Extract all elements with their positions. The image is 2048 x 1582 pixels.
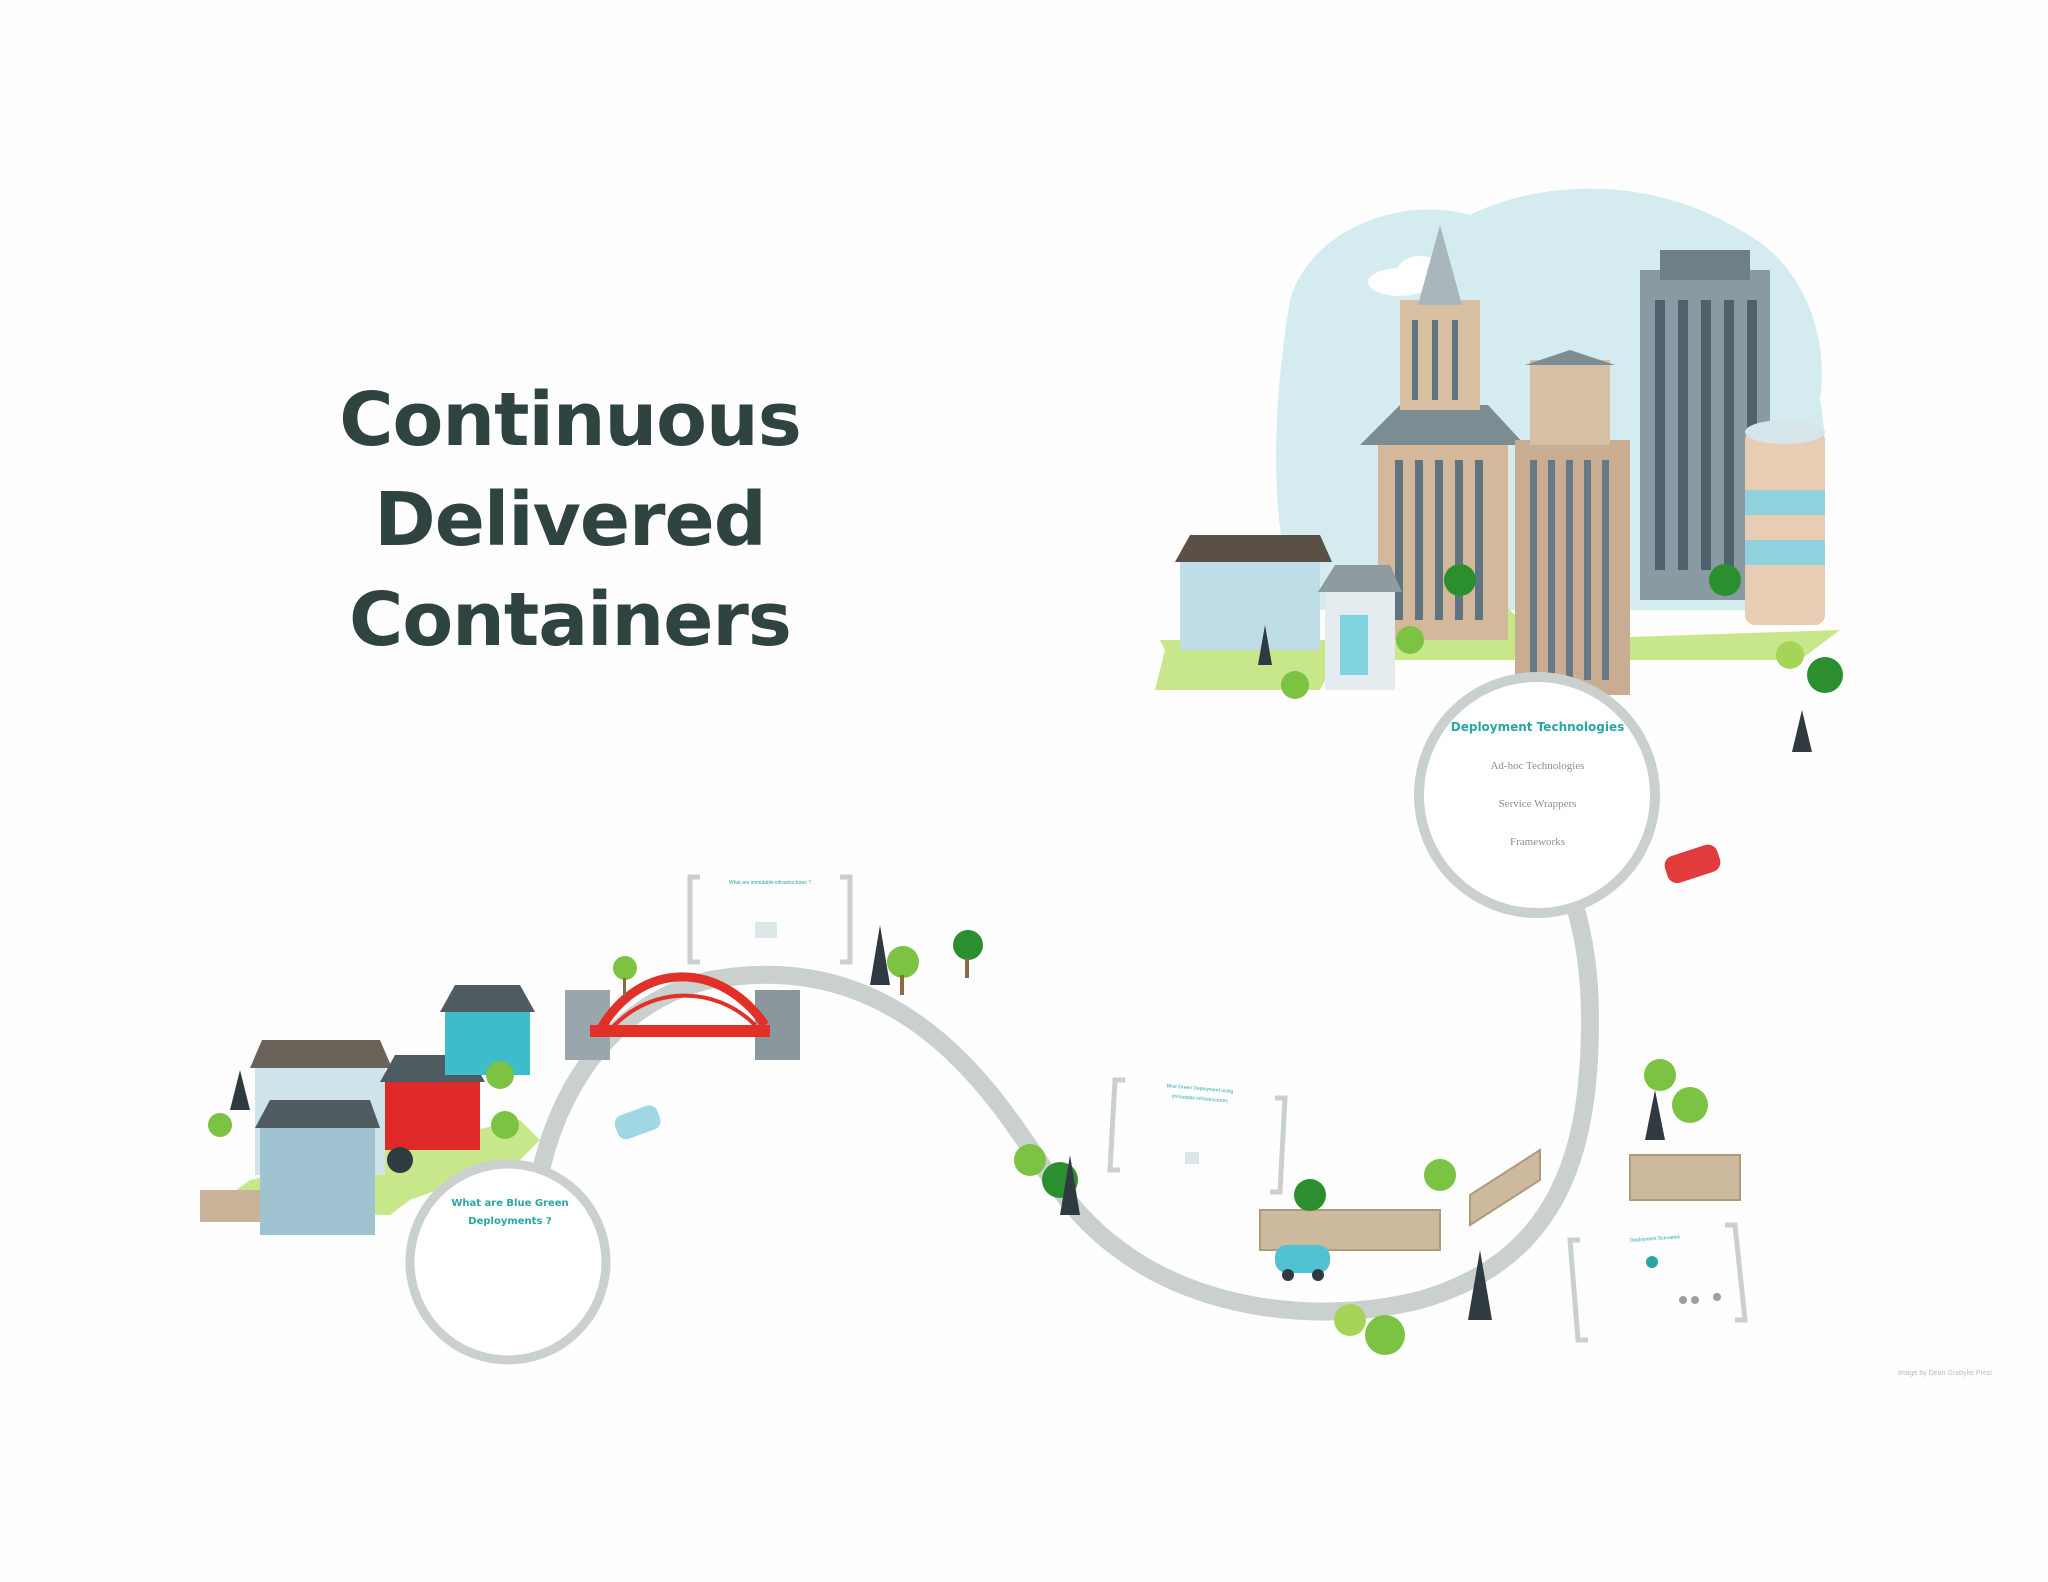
bridge <box>565 972 800 1060</box>
trees <box>208 564 1843 1355</box>
stone-walls <box>1259 1148 1741 1251</box>
blue-green-label-line2: Deployments ? <box>468 1216 552 1227</box>
red-car <box>1664 844 1721 884</box>
village-buildings <box>200 985 540 1235</box>
cars <box>614 844 1721 1281</box>
frame-immutable-infrastructures[interactable] <box>687 874 853 965</box>
deployment-technologies-item[interactable]: Service Wrappers <box>1498 798 1577 810</box>
image-credit: Image by Dean Grabyke Prezi <box>1898 1370 1992 1377</box>
title-line-1: Continuous Delivered <box>339 377 802 563</box>
title-line-2: Containers <box>349 577 792 663</box>
small-glyphs <box>755 922 1721 1304</box>
immutable-label: What are immutable infrastructures ? <box>729 880 811 886</box>
page-title: Continuous Delivered Containers <box>160 370 980 670</box>
frame-deployment-technologies[interactable] <box>1414 672 1660 918</box>
light-blue-car <box>614 1105 661 1140</box>
blue-car <box>1275 1245 1330 1281</box>
downtown-buildings <box>1155 225 1840 695</box>
frame-deployment-scenarios[interactable] <box>1567 1222 1748 1343</box>
deployment-technologies-item[interactable]: Ad-hoc Technologies <box>1490 760 1585 772</box>
blue-green-label-line1: What are Blue Green <box>451 1198 569 1209</box>
frame-blue-green-immutable[interactable] <box>1107 1077 1288 1195</box>
deployment-technologies-label: Deployment Technologies <box>1450 720 1625 734</box>
deployment-technologies-item[interactable]: Frameworks <box>1510 836 1565 848</box>
frame-blue-green-deployments[interactable] <box>405 1159 611 1365</box>
